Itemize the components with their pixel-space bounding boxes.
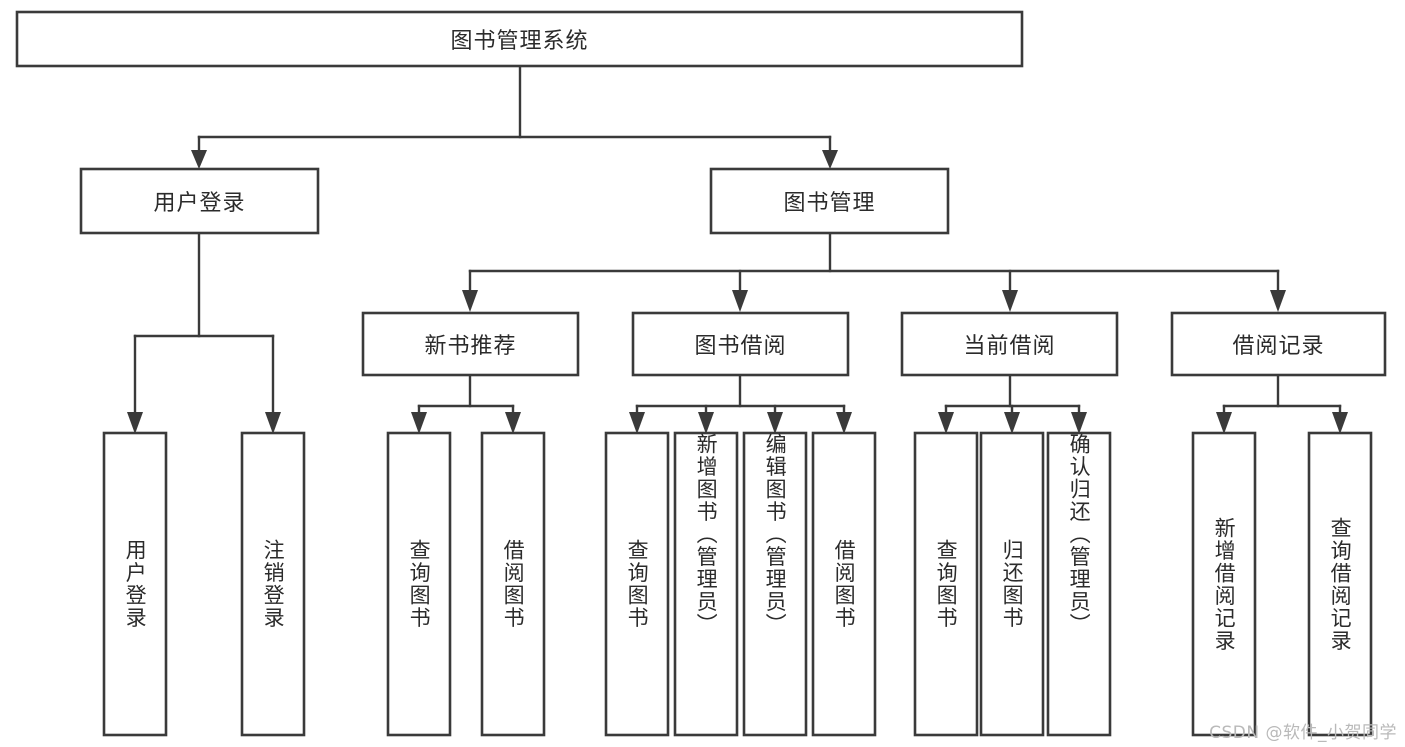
node-box-book-management[interactable] (709, 167, 950, 235)
node-box-current-borrow[interactable] (900, 311, 1119, 377)
node-box-leaf-borrow-1[interactable] (673, 431, 739, 737)
node-box-leaf-borrow-0[interactable] (604, 431, 670, 737)
node-box-book-borrow[interactable] (631, 311, 850, 377)
arrow-bb-3 (767, 412, 783, 434)
node-box-leaf-borrow-2[interactable] (742, 431, 808, 737)
arrow-nb-2 (505, 412, 521, 434)
arrow-nb-1 (411, 412, 427, 434)
connectors-root-to-level2 (191, 64, 838, 169)
node-box-leaf-new-book-1[interactable] (480, 431, 546, 737)
connectors-current-borrow-to-leaves (938, 373, 1087, 434)
arrow-bm-3 (1002, 290, 1018, 312)
node-box-new-book-recommend[interactable] (361, 311, 580, 377)
node-box-leaf-user-login-1[interactable] (240, 431, 306, 737)
arrow-br-1 (1216, 412, 1232, 434)
node-box-leaf-record-1[interactable] (1307, 431, 1373, 737)
connectors-book-borrow-to-leaves (629, 373, 852, 434)
connectors-new-book-to-leaves (411, 373, 521, 434)
connectors-book-mgmt-to-level3 (462, 231, 1286, 312)
arrow-cb-3 (1071, 412, 1087, 434)
arrow-cb-2 (1004, 412, 1020, 434)
node-box-leaf-current-0[interactable] (913, 431, 979, 737)
connectors-user-login-to-leaves (127, 231, 281, 434)
arrow-to-user-login (191, 150, 207, 169)
node-box-leaf-user-login-0[interactable] (102, 431, 168, 737)
arrow-bm-2 (732, 290, 748, 312)
node-box-borrow-record[interactable] (1170, 311, 1387, 377)
arrow-cb-1 (938, 412, 954, 434)
arrow-bb-1 (629, 412, 645, 434)
node-box-leaf-current-2[interactable] (1046, 431, 1112, 737)
arrow-bb-4 (836, 412, 852, 434)
arrow-br-2 (1332, 412, 1348, 434)
node-box-leaf-borrow-3[interactable] (811, 431, 877, 737)
node-box-leaf-record-0[interactable] (1191, 431, 1257, 737)
arrow-bb-2 (698, 412, 714, 434)
arrow-ul-1 (127, 412, 143, 434)
node-box-leaf-new-book-0[interactable] (386, 431, 452, 737)
arrow-ul-2 (265, 412, 281, 434)
arrow-to-book-mgmt (822, 150, 838, 169)
node-box-root[interactable] (15, 10, 1024, 68)
arrow-bm-1 (462, 290, 478, 312)
node-box-user-login[interactable] (79, 167, 320, 235)
connectors-borrow-record-to-leaves (1216, 373, 1348, 434)
arrow-bm-4 (1270, 290, 1286, 312)
node-box-leaf-current-1[interactable] (979, 431, 1045, 737)
